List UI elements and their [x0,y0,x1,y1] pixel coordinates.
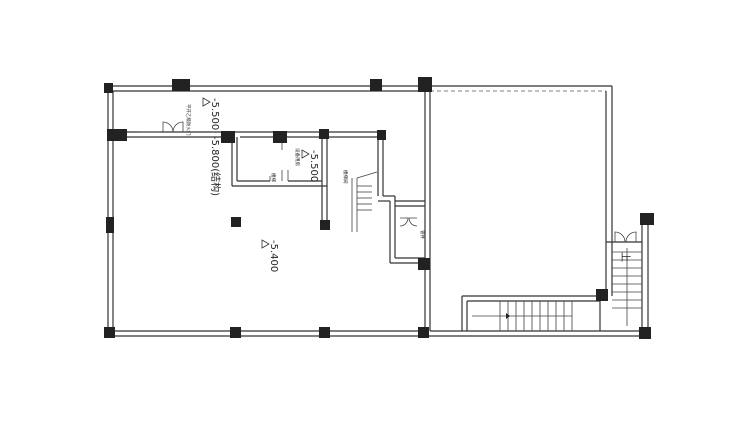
room-label-a: 设备用房 [294,148,301,166]
column [273,131,287,143]
interior-walls [113,131,642,332]
column [104,327,115,338]
doors [138,121,637,243]
columns [104,77,654,339]
column [104,83,113,93]
column [418,258,430,270]
side-room-label: 管井 [419,230,426,239]
stair-room-label: 楼梯间 [342,170,349,184]
level-small-room: -5.500 [308,150,319,182]
column [106,217,114,233]
door-label-top: 平开乙级防火门 [185,104,192,136]
outer-walls [107,85,649,337]
column [320,220,330,230]
column [319,129,329,139]
level-main-left: -5.500 [209,98,220,130]
column [418,77,432,92]
stair-treads-right [612,248,642,326]
level-markers [202,97,310,249]
stair-treads-lower [472,301,573,331]
column [230,327,241,338]
column [221,131,235,143]
column [319,327,330,338]
column [231,217,241,227]
column [640,213,654,225]
level-main-right: -5.800(结构) [209,136,222,196]
level-hall: -5.400 [268,240,279,272]
room-label-b: 楼梯 [270,173,277,182]
stair-treads-inner [351,171,378,232]
column [107,129,127,141]
column [377,130,386,140]
column [370,79,382,91]
column [639,327,651,339]
stair-up-label: 上 [619,252,631,262]
column [596,289,608,301]
column [172,79,190,91]
column [418,327,429,338]
